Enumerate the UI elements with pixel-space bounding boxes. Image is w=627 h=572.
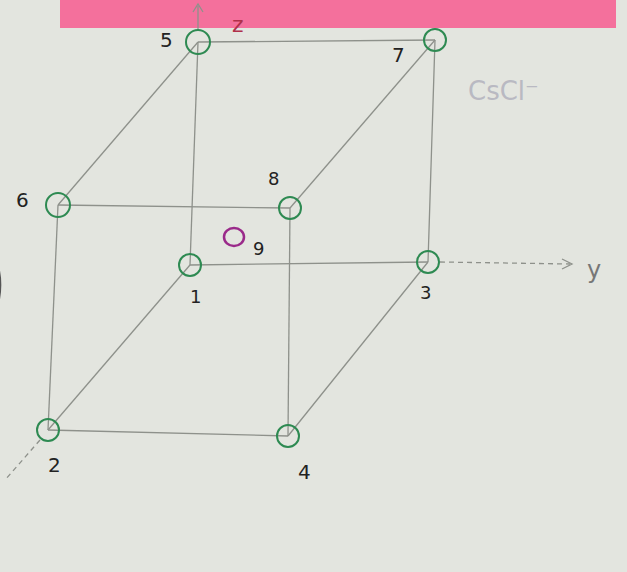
callout-number: 9: [253, 240, 264, 258]
callout-number: 8: [268, 170, 279, 188]
callout-number: 4: [298, 462, 311, 482]
cube-edges: [5, 4, 572, 480]
callout-number: 1: [190, 288, 201, 306]
center-atom: [224, 228, 244, 246]
atom-circles: [37, 29, 446, 447]
callout-number: z: [232, 14, 244, 36]
margin-mark: [0, 250, 1, 320]
highlight-band: [60, 0, 616, 28]
callout-number: 5: [160, 30, 173, 50]
callout-number: 6: [16, 190, 29, 210]
callout-number: CsCl⁻: [468, 78, 539, 104]
callout-number: 3: [420, 284, 431, 302]
callout-number: y: [587, 258, 601, 282]
callout-number: 7: [392, 45, 405, 65]
callout-number: 2: [48, 455, 61, 475]
